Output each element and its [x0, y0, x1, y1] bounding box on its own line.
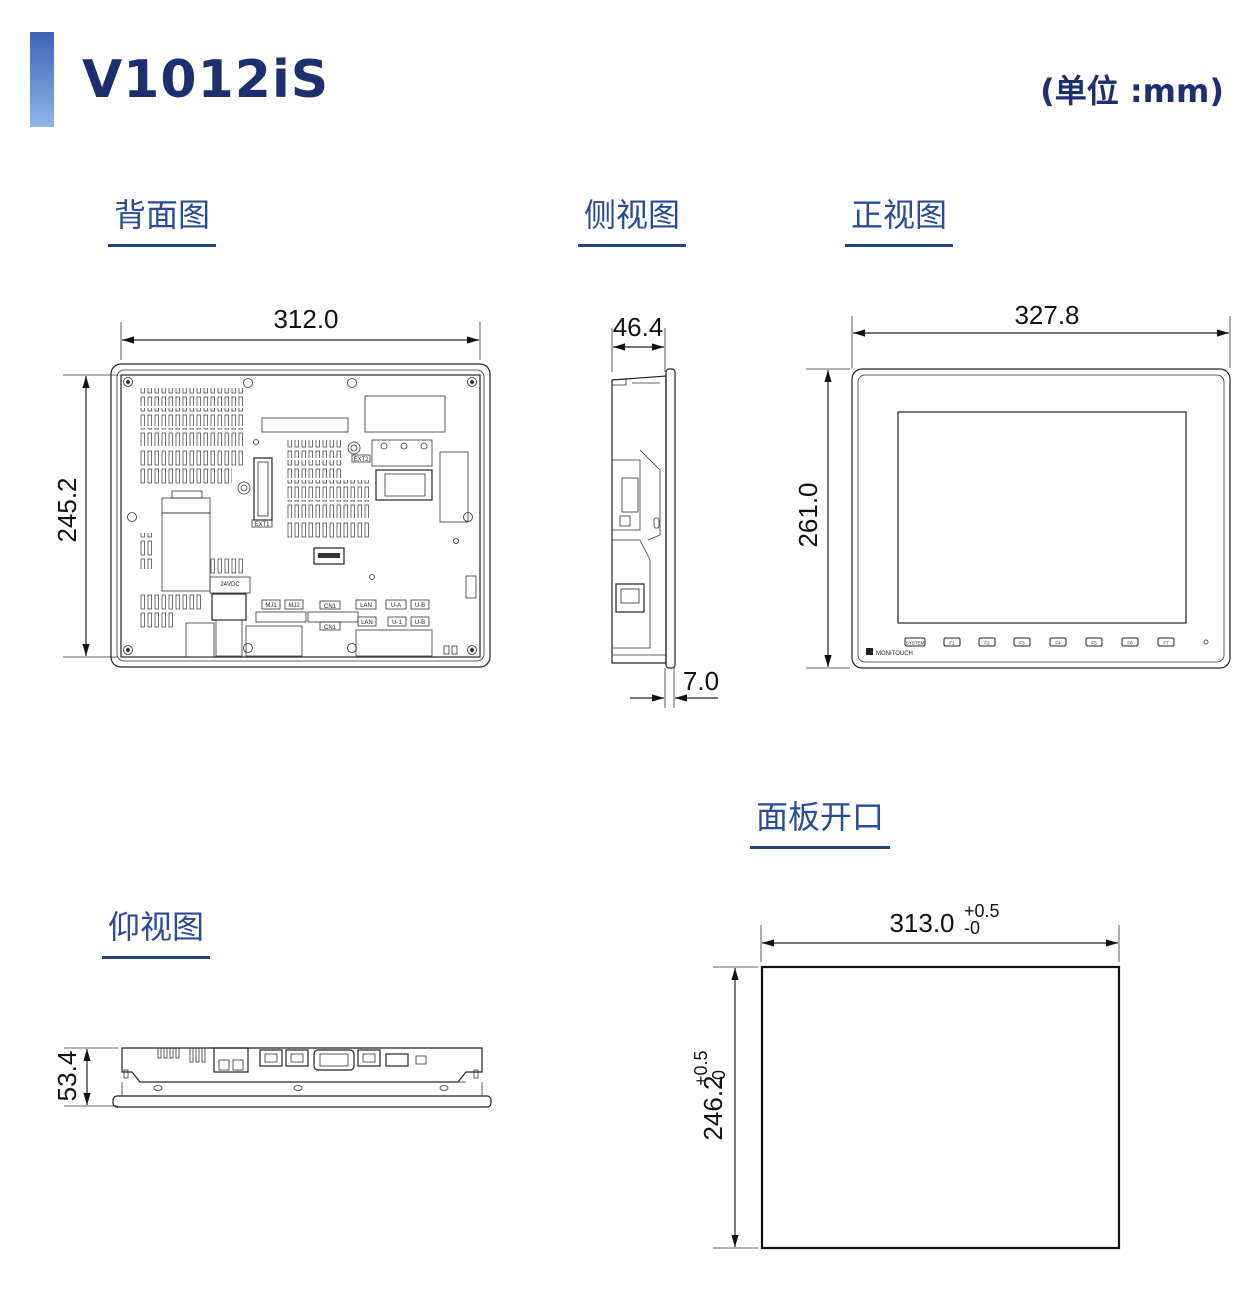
front-key-label: F5 — [1091, 641, 1097, 646]
front-view-drawing: 327.8 261.0 SYSTEM F1 F2 F3 F4 F5 F6 F7 MONITOU… — [793, 300, 1231, 669]
rear-height-dim: 245.2 — [52, 477, 82, 542]
front-key-label: SYSTEM — [906, 641, 925, 646]
svg-text:LAN: LAN — [361, 620, 373, 626]
cutout-width-dim: 313.0 — [889, 908, 954, 938]
cutout-height-tol-minus: -0 — [709, 1070, 729, 1086]
svg-text:U-1: U-1 — [392, 620, 402, 626]
front-function-keys: SYSTEM F1 F2 F3 F4 F5 F6 F7 — [904, 637, 1175, 647]
svg-text:U-A: U-A — [391, 603, 401, 609]
cutout-view-label: 面板开口 — [750, 792, 891, 849]
front-key-f3 — [1013, 637, 1031, 647]
svg-text:EXT1: EXT1 — [254, 522, 270, 528]
bottom-view-drawing: 53.4 — [52, 1047, 492, 1108]
cutout-height-tol-plus: +0.5 — [691, 1050, 711, 1086]
front-key-f7 — [1157, 637, 1175, 647]
cutout-width-tol-plus: +0.5 — [964, 901, 1000, 921]
front-key-f5 — [1085, 637, 1103, 647]
svg-text:EXT2: EXT2 — [353, 457, 369, 463]
unit-label: (单位 :mm) — [1040, 72, 1224, 110]
front-key-f2 — [978, 637, 996, 647]
svg-text:MJ2: MJ2 — [288, 603, 300, 609]
front-key-f1 — [943, 637, 961, 647]
cutout-rectangle — [760, 965, 1121, 1250]
side-view-drawing: 46.4 7.0 — [611, 312, 719, 708]
front-key-f6 — [1121, 637, 1139, 647]
rear-width-dim: 312.0 — [273, 304, 338, 334]
front-brand-label: MONITOUCH — [876, 651, 913, 657]
svg-text:CN1: CN1 — [324, 625, 337, 631]
front-key-label: F4 — [1055, 641, 1061, 646]
svg-text:MJ1: MJ1 — [265, 603, 277, 609]
rear-view-label: 背面图 — [108, 190, 217, 247]
front-display-area — [897, 411, 1187, 624]
front-key-label: F7 — [1163, 641, 1169, 646]
svg-text:LAN: LAN — [360, 603, 372, 609]
bottom-view-label: 仰视图 — [102, 902, 211, 959]
cutout-width-tol-minus: -0 — [964, 918, 980, 938]
rear-view-drawing: 312.0 245.2 — [52, 304, 491, 668]
bottom-height-dim: 53.4 — [52, 1051, 82, 1102]
cutout-height-dim: 246.2 — [698, 1075, 728, 1140]
front-height-dim: 261.0 — [793, 482, 823, 547]
side-view-label: 侧视图 — [578, 190, 687, 247]
svg-text:U-B: U-B — [415, 603, 425, 609]
svg-text:CN1: CN1 — [324, 604, 337, 610]
front-key-f4 — [1049, 637, 1067, 647]
svg-text:U-B: U-B — [415, 620, 425, 626]
front-key-label: F2 — [984, 641, 990, 646]
svg-text:24VDC: 24VDC — [220, 582, 240, 588]
model-title: V1012iS — [82, 50, 330, 110]
side-bezel-dim: 7.0 — [683, 666, 719, 696]
title-accent-bar — [30, 32, 54, 127]
front-view-label: 正视图 — [845, 190, 954, 247]
side-depth-dim: 46.4 — [613, 312, 664, 342]
cutout-drawing: 313.0 +0.5 -0 246.2 +0.5 -0 — [691, 901, 1121, 1250]
front-key-label: F1 — [949, 641, 955, 646]
front-width-dim: 327.8 — [1014, 300, 1079, 330]
front-key-system — [904, 637, 926, 647]
front-key-label: F3 — [1019, 641, 1025, 646]
front-key-label: F6 — [1127, 641, 1133, 646]
